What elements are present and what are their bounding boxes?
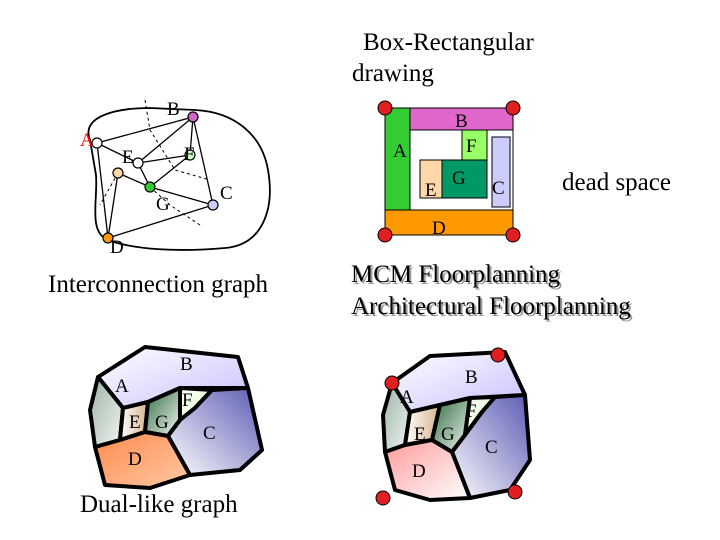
box-label-f: F bbox=[466, 136, 477, 157]
dl-label-c: C bbox=[203, 423, 216, 444]
ig-label-d: D bbox=[110, 237, 124, 258]
floorplanning-line-1: MCM Floorplanning bbox=[351, 261, 561, 288]
right-corner-points bbox=[375, 347, 523, 506]
dl-label-e: E bbox=[129, 412, 141, 433]
dr-label-b: B bbox=[465, 367, 478, 388]
node-f bbox=[184, 149, 196, 161]
block-d bbox=[384, 209, 514, 236]
dual-like-graph-right bbox=[375, 347, 532, 506]
dl-label-d: D bbox=[128, 449, 142, 470]
interconnection-caption: Interconnection graph bbox=[48, 271, 269, 298]
box-rectangular-drawing bbox=[377, 100, 521, 243]
ig-label-b: B bbox=[167, 99, 180, 120]
block-c bbox=[491, 136, 511, 208]
title-line-1: Box-Rectangular bbox=[363, 29, 534, 56]
graph-nodes bbox=[91, 111, 219, 244]
block-g bbox=[441, 159, 488, 199]
block-f bbox=[461, 129, 488, 161]
node-b bbox=[187, 111, 199, 123]
right-region-d bbox=[383, 438, 472, 502]
box-label-b: B bbox=[455, 111, 468, 132]
dr-label-d: D bbox=[412, 461, 426, 482]
floorplanning-line-2: Architectural Floorplanning bbox=[351, 293, 631, 320]
dl-label-a: A bbox=[115, 376, 129, 397]
graph-edges bbox=[96, 116, 214, 239]
node-a bbox=[91, 137, 103, 149]
dl-label-g: G bbox=[155, 412, 169, 433]
dead-space-label: dead space bbox=[562, 169, 671, 196]
dr-label-f: F bbox=[466, 401, 477, 422]
box-label-g: G bbox=[452, 168, 466, 189]
dr-label-e: E bbox=[414, 424, 426, 445]
left-region-d bbox=[93, 430, 192, 490]
ig-label-e: E bbox=[122, 147, 134, 168]
node-e2 bbox=[112, 167, 124, 179]
dual-like-graph-left bbox=[88, 345, 264, 490]
title-line-2: drawing bbox=[352, 60, 434, 87]
node-d bbox=[102, 232, 114, 244]
dr-label-c: C bbox=[485, 437, 498, 458]
node-c bbox=[207, 199, 219, 211]
node-e bbox=[132, 157, 144, 169]
box-label-d: D bbox=[432, 218, 446, 239]
box-corner-points bbox=[377, 100, 521, 243]
box-label-e: E bbox=[425, 180, 437, 201]
ig-label-a: A bbox=[80, 130, 94, 151]
dual-dashed-edges bbox=[99, 99, 211, 226]
box-label-c: C bbox=[492, 178, 505, 199]
interconnection-graph bbox=[87, 99, 271, 251]
node-g bbox=[144, 181, 156, 193]
block-a bbox=[384, 107, 411, 211]
dual-like-caption: Dual-like graph bbox=[80, 491, 238, 518]
dr-label-a: A bbox=[400, 387, 414, 408]
ig-label-g: G bbox=[156, 194, 170, 215]
dr-label-g: G bbox=[441, 424, 455, 445]
box-label-a: A bbox=[393, 141, 407, 162]
ig-label-c: C bbox=[220, 183, 233, 204]
dl-label-b: B bbox=[180, 354, 193, 375]
ig-label-f: F bbox=[184, 144, 195, 165]
dl-label-f: F bbox=[182, 390, 193, 411]
